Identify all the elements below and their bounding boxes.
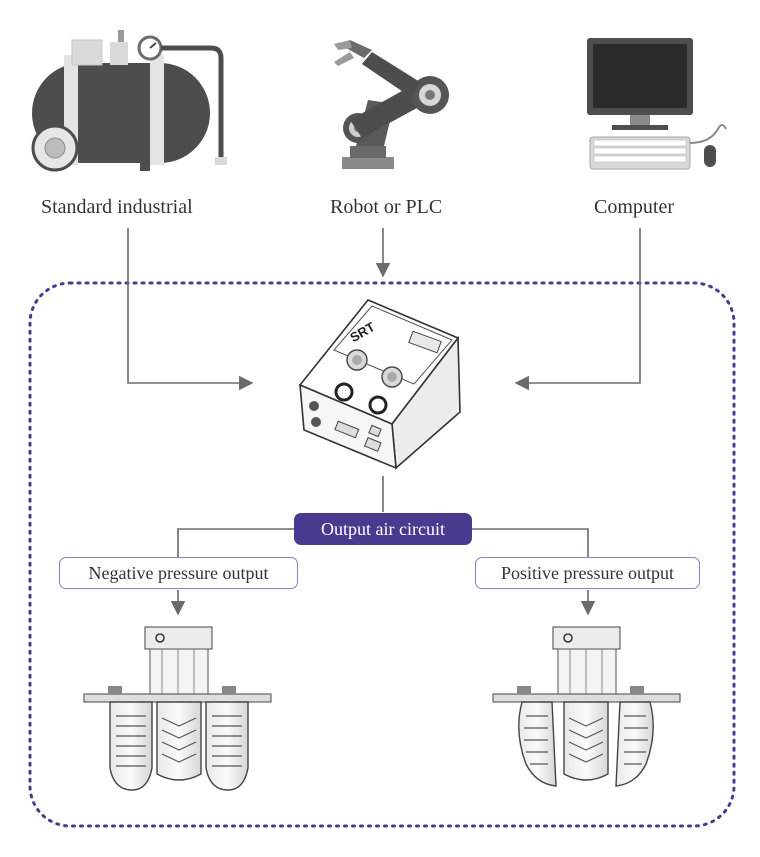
computer-icon [587,38,727,170]
label-computer: Computer [594,196,674,218]
positive-pressure-output-label: Positive pressure output [475,557,700,589]
connector-lines [127,228,641,616]
negative-pressure-output-label: Negative pressure output [59,557,298,589]
arrow-computer-to-controller [514,228,641,391]
system-boundary [28,281,736,828]
soft-gripper-positive-icon [492,626,681,787]
arrow-compressor-to-controller [127,228,254,391]
label-robot-or-plc: Robot or PLC [330,196,443,218]
line-circuit-left [177,528,294,557]
output-air-circuit-label: Output air circuit [294,513,472,545]
label-standard-industrial: Standard industrial [41,196,193,218]
soft-gripper-negative-icon [83,626,272,791]
robot-arm-icon [334,40,449,169]
air-compressor-icon [31,30,227,172]
controller-device-icon: SRT [298,299,461,470]
line-circuit-right [472,528,589,557]
